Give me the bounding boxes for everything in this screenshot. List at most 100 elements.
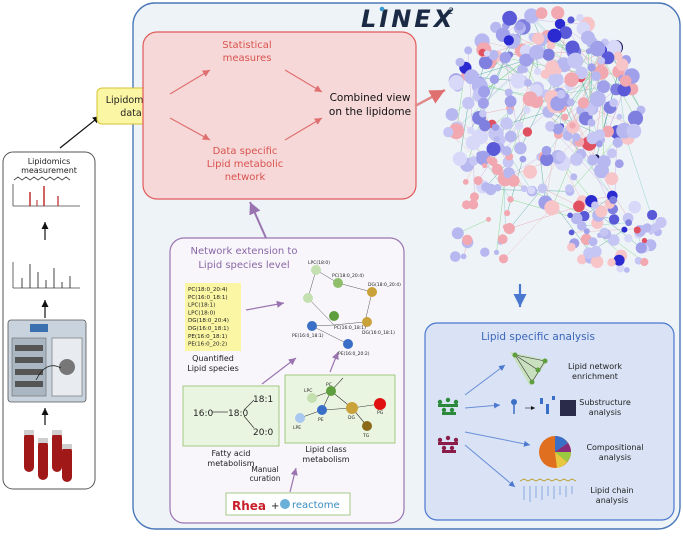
network-node xyxy=(500,52,511,63)
network-node xyxy=(640,258,648,266)
network-node xyxy=(502,146,512,156)
network-node xyxy=(524,79,532,87)
network-node xyxy=(548,29,562,43)
logo-text: LINEX xyxy=(361,5,455,33)
network-node xyxy=(542,146,552,156)
species-item: LPC(18:0) xyxy=(188,310,215,316)
network-node xyxy=(523,91,538,106)
class-label-5: TG xyxy=(362,433,370,439)
network-node xyxy=(464,69,479,84)
fatty-acid-line2: metabolism xyxy=(207,459,254,468)
combined-view-line1: Combined view xyxy=(330,92,411,104)
network-node xyxy=(443,127,453,137)
network-node xyxy=(625,219,632,226)
network-node xyxy=(523,165,537,179)
network-node xyxy=(567,243,576,252)
network-node xyxy=(609,98,618,107)
network-node xyxy=(490,75,499,84)
fa-label-3: 20:0 xyxy=(253,428,273,438)
network-node xyxy=(567,98,575,106)
network-node xyxy=(545,60,559,74)
species-item: LPC(18:1) xyxy=(188,303,215,309)
network-node xyxy=(503,224,508,229)
rhea-logo: Rhea xyxy=(232,499,266,513)
network-node xyxy=(492,164,503,175)
network-node xyxy=(485,184,496,195)
network-node xyxy=(462,235,472,245)
network-node xyxy=(577,221,587,231)
compositional-pie-icon xyxy=(539,436,571,468)
network-node xyxy=(615,159,624,168)
network-node xyxy=(572,133,580,141)
network-node xyxy=(520,156,527,163)
network-node xyxy=(613,52,622,61)
class-label-3: PG xyxy=(377,410,384,416)
network-node xyxy=(486,217,491,222)
network-node xyxy=(573,201,585,213)
manual-curation-line2: curation xyxy=(250,474,281,483)
network-node xyxy=(544,200,559,215)
network-node xyxy=(478,98,489,109)
network-node xyxy=(561,114,568,121)
network-node xyxy=(547,123,555,131)
analysis-box: Lipid specific analysis Lipid network en… xyxy=(425,323,674,520)
network-node xyxy=(453,152,467,166)
reactome-logo: reactome xyxy=(292,500,340,511)
analysis-item-3-line1: Lipid chain xyxy=(590,486,633,495)
network-node xyxy=(482,163,487,168)
network-node xyxy=(643,223,651,231)
network-node xyxy=(565,184,573,192)
network-node xyxy=(462,97,474,109)
fa-label-0: 16:0 xyxy=(193,409,213,419)
network-node xyxy=(462,200,471,209)
network-node xyxy=(461,254,467,260)
species-item: PE(16:0_20:2) xyxy=(188,342,227,348)
network-node xyxy=(553,124,564,135)
network-node xyxy=(636,242,647,253)
network-node xyxy=(450,251,461,262)
network-node xyxy=(534,68,541,75)
network-node xyxy=(551,6,564,19)
network-node xyxy=(596,141,603,148)
network-node xyxy=(569,122,575,128)
analysis-title: Lipid specific analysis xyxy=(481,331,595,343)
network-node xyxy=(609,196,617,204)
network-node xyxy=(543,49,555,61)
analysis-item-2-line1: Compositional xyxy=(586,443,643,452)
analysis-item-1-line2: analysis xyxy=(589,408,621,417)
network-node xyxy=(466,135,481,150)
species-item: PC(16:0_18:1) xyxy=(188,295,228,301)
network-node xyxy=(598,57,606,65)
network-node xyxy=(557,90,566,99)
species-item: PE(16:0_18:1) xyxy=(188,334,227,340)
species-node-label-6: PE(16:0_20:2) xyxy=(338,351,370,357)
network-node xyxy=(586,48,592,54)
network-node xyxy=(480,248,489,257)
logo-superscript: 2 xyxy=(448,7,454,17)
network-node xyxy=(510,73,525,88)
fatty-acid-line1: Fatty acid xyxy=(212,449,251,458)
network-node xyxy=(605,172,618,185)
network-node xyxy=(613,137,623,147)
network-node xyxy=(564,72,578,86)
network-node xyxy=(502,11,517,26)
linex-logo: LINEX 2 xyxy=(361,5,455,33)
network-node xyxy=(504,210,510,216)
network-node xyxy=(478,86,490,98)
network-node xyxy=(538,184,548,194)
species-item: DG(18:0_20:4) xyxy=(188,318,229,324)
network-node xyxy=(452,227,464,239)
network-node xyxy=(567,16,574,23)
analysis-item-0-line2: enrichment xyxy=(572,372,618,381)
network-node xyxy=(499,254,508,263)
network-node xyxy=(500,117,513,130)
metabolic-network-line1: Data specific xyxy=(213,146,278,157)
network-node xyxy=(507,108,514,115)
logo-dot xyxy=(380,7,385,12)
lipid-class-line2: metabolism xyxy=(302,455,349,464)
network-node xyxy=(621,227,627,233)
species-node-label-1: PC(18:0_20:4) xyxy=(332,273,364,279)
network-node xyxy=(536,7,548,19)
network-node xyxy=(607,258,615,266)
network-node xyxy=(507,196,513,202)
